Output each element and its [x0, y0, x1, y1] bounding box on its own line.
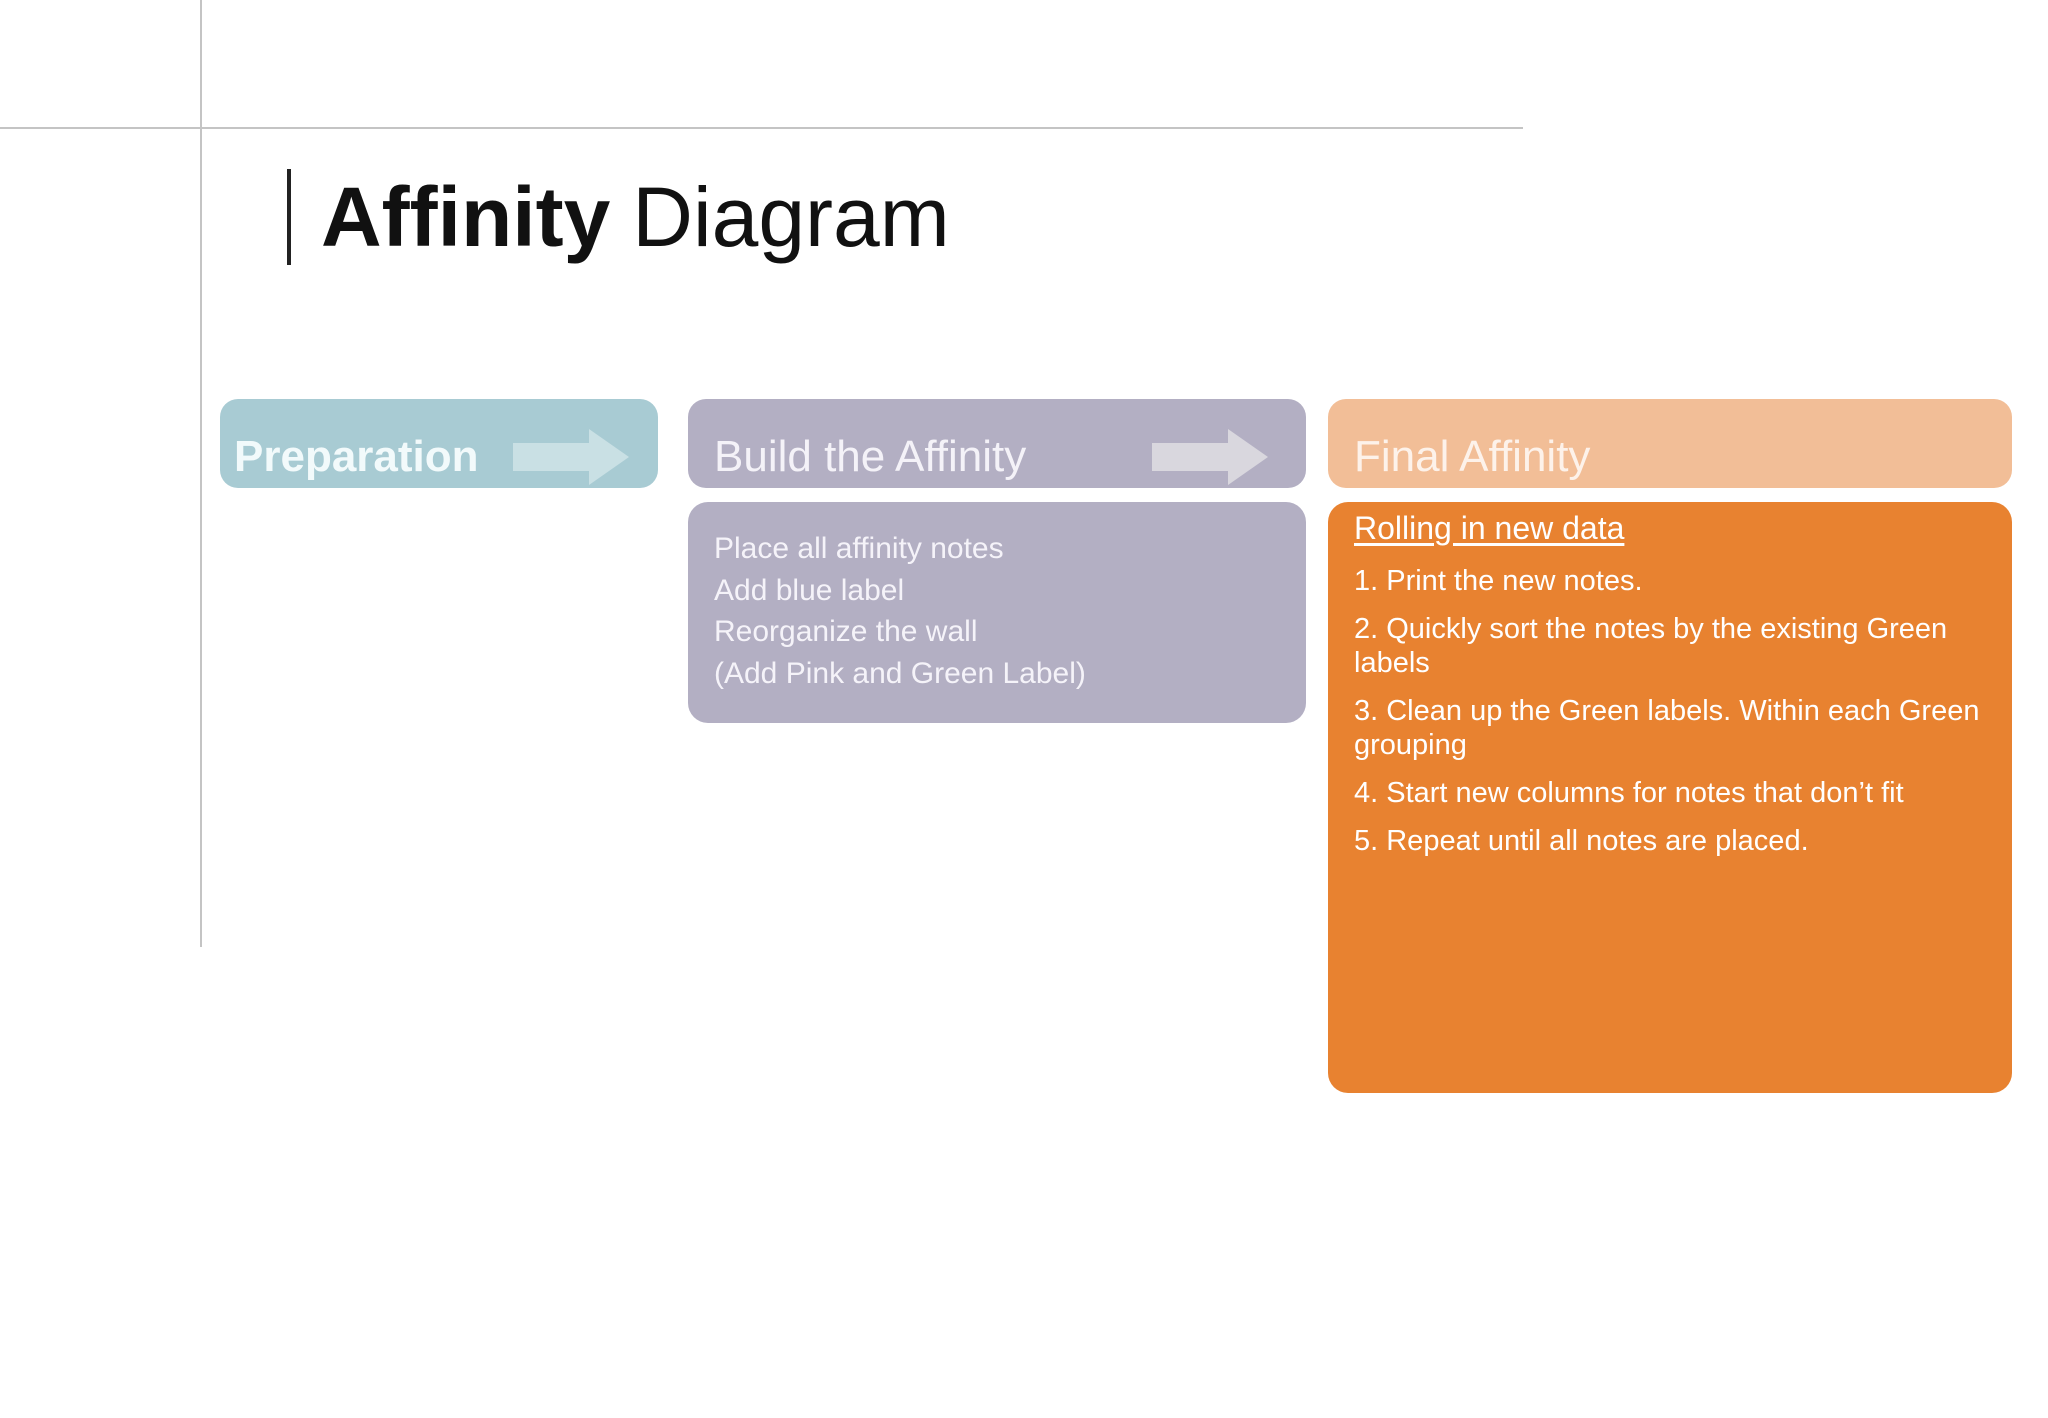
build-item: Add blue label: [714, 573, 905, 607]
build-item: Reorganize the wall: [714, 615, 978, 648]
build-item: Place all affinity notes: [714, 532, 1004, 565]
stage-preparation-header: Preparation: [220, 399, 658, 488]
final-step: 4. Start new columns for notes that don’…: [1354, 777, 1904, 809]
horizontal-rule: [0, 127, 1523, 129]
final-step: 1. Print the new notes.: [1354, 565, 1643, 597]
stage-final-body: Rolling in new data 1. Print the new not…: [1328, 502, 2012, 1093]
final-step: 3. Clean up the Green labels. Within eac…: [1354, 695, 1980, 761]
title-bold: Affinity: [321, 170, 611, 264]
stage-final-label: Final Affinity: [1354, 432, 1591, 482]
final-step: 2. Quickly sort the notes by the existin…: [1354, 613, 1948, 679]
right-arrow-icon: [513, 429, 629, 485]
stage-preparation-label: Preparation: [234, 432, 479, 482]
vertical-rule: [200, 0, 202, 947]
stage-build-label: Build the Affinity: [714, 432, 1027, 482]
title-normal: Diagram: [632, 170, 950, 264]
final-heading: Rolling in new data: [1354, 510, 1625, 546]
final-steps-list: 1. Print the new notes. 2. Quickly sort …: [1354, 564, 1986, 858]
stage-build-body: Place all affinity notes Add blue label …: [688, 502, 1306, 723]
right-arrow-icon: [1152, 429, 1268, 485]
stage-build-header: Build the Affinity: [688, 399, 1306, 488]
title-bar: [287, 169, 291, 265]
final-step: 5. Repeat until all notes are placed.: [1354, 825, 1809, 857]
page-title: Affinity Diagram: [287, 167, 950, 267]
stage-final-header: Final Affinity: [1328, 399, 2012, 488]
build-item: (Add Pink and Green Label): [714, 656, 1086, 690]
